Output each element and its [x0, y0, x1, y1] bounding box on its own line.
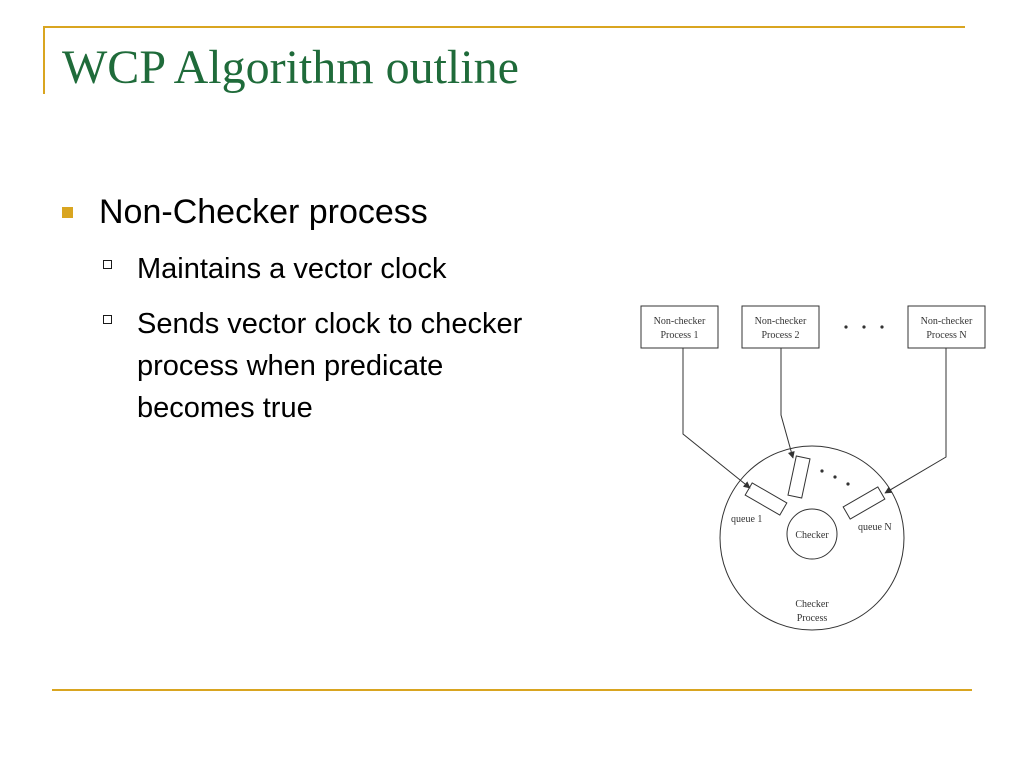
queue1-label: queue 1	[731, 514, 762, 525]
checker-circle	[786, 508, 838, 560]
bullet-non-checker: Non-Checker process	[62, 193, 428, 232]
checker-label: Checker	[795, 530, 829, 541]
outer-label-line1: Checker	[795, 599, 829, 610]
box2-line2: Process 2	[761, 330, 799, 341]
arrow-processn-to-queuen	[884, 348, 947, 494]
frame-top-rule	[43, 26, 965, 28]
non-checker-box-n	[907, 305, 986, 349]
bullet-text: Non-Checker process	[99, 193, 428, 231]
slide-title: WCP Algorithm outline	[62, 41, 519, 94]
boxn-line2: Process N	[926, 330, 966, 341]
queue-2	[787, 455, 811, 499]
subbullet-text: Sends vector clock to checker process wh…	[137, 308, 523, 424]
checker-process-circle	[719, 445, 905, 631]
outer-label-line2: Process	[797, 613, 828, 624]
ellipsis-dot	[862, 325, 866, 329]
square-bullet-icon	[62, 207, 73, 218]
box1-line2: Process 1	[660, 330, 698, 341]
ellipsis-dot	[880, 325, 884, 329]
box2-line1: Non-checker	[755, 316, 807, 327]
queuen-label: queue N	[858, 522, 892, 533]
frame-bottom-rule	[52, 689, 972, 691]
box1-line1: Non-checker	[654, 316, 706, 327]
queue-ellipsis-dot	[846, 482, 850, 486]
hollow-square-bullet-icon	[103, 315, 112, 324]
arrow-process1-to-queue1	[682, 348, 751, 489]
subbullet-vector-clock: Maintains a vector clock	[103, 248, 557, 290]
arrow-process2-to-queue2	[780, 348, 795, 459]
non-checker-box-1	[640, 305, 719, 349]
subbullet-text: Maintains a vector clock	[137, 253, 447, 285]
subbullet-sends-clock: Sends vector clock to checker process wh…	[103, 303, 557, 429]
queue-ellipsis-dot	[833, 475, 837, 479]
boxn-line1: Non-checker	[921, 316, 973, 327]
queue-1	[744, 482, 788, 516]
ellipsis-dot	[844, 325, 848, 329]
queue-ellipsis-dot	[820, 469, 824, 473]
queue-n	[842, 486, 886, 520]
frame-left-rule	[43, 26, 45, 94]
non-checker-box-2	[741, 305, 820, 349]
hollow-square-bullet-icon	[103, 260, 112, 269]
